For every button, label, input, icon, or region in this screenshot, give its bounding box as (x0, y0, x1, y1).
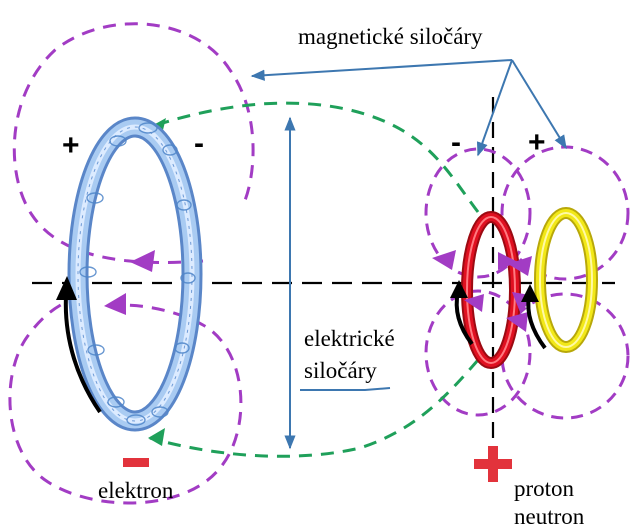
electron-right-pole-sign: - (194, 127, 204, 160)
magnetic-arrow-electron-lower (104, 293, 126, 315)
magnetic-arrow-proton-1 (432, 250, 456, 270)
proton-positive-charge-symbol (474, 446, 512, 482)
electric-label-underline (300, 388, 390, 390)
electron-negative-charge-symbol (123, 458, 149, 467)
pointer-magnetic-to-proton (478, 60, 512, 155)
proton-left-pole-sign: - (451, 126, 461, 159)
magnetic-field-lines-label: magnetické siločáry (298, 24, 483, 49)
pointer-magnetic-to-electron (252, 60, 512, 76)
proton-label: proton (514, 476, 575, 501)
neutron-label: neutron (514, 504, 585, 529)
electric-arrowhead-bottom (148, 428, 165, 446)
proton-right-pole-sign: + (528, 126, 546, 159)
electron-upper-magnetic-loop (14, 24, 253, 263)
neutron-lower-magnetic-loop (502, 294, 628, 418)
electric-field-lines-label-line2: siločáry (304, 358, 377, 383)
electron-ring (78, 123, 195, 425)
electron-left-pole-sign: + (62, 129, 80, 162)
magnetic-arrow-electron-upper (130, 250, 155, 272)
electron-label: elektron (98, 478, 174, 503)
electron-lower-magnetic-loop (10, 300, 241, 503)
electric-field-lines-label-line1: elektrické (304, 326, 395, 351)
